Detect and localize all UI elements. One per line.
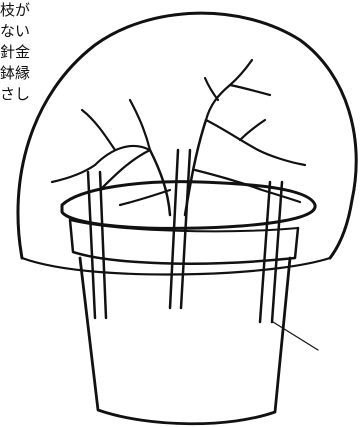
dome-rim [22, 258, 330, 274]
plant-branches [52, 60, 305, 205]
pot-body [80, 258, 290, 424]
leader-line [273, 322, 318, 350]
support-stakes [88, 150, 282, 322]
